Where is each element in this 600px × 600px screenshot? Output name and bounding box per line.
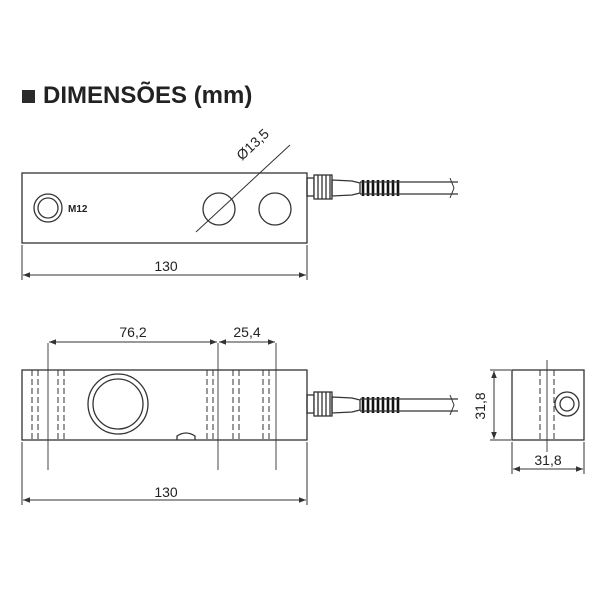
- thread-label: M12: [68, 204, 88, 215]
- mounting-hole-right: [258, 192, 292, 226]
- end-width-label: 31,8: [534, 452, 561, 468]
- gauge-cavity-inner: [92, 378, 144, 430]
- end-view: [490, 360, 585, 474]
- dim-25-label: 25,4: [233, 324, 260, 340]
- gauge-cavity-outer: [87, 373, 149, 435]
- square-bullet-icon: [22, 89, 35, 103]
- side-hidden-holes-right: [206, 370, 270, 440]
- dim-76-label: 76,2: [119, 324, 146, 340]
- top-strain-relief: [361, 180, 400, 196]
- m12-hole-inner: [37, 197, 59, 219]
- top-gland-nut: [313, 174, 333, 200]
- end-cable-boss-inner: [559, 396, 575, 412]
- end-view-body: [511, 369, 585, 441]
- cable-exit-notch: [176, 432, 196, 440]
- m12-hole-outer: [33, 193, 63, 223]
- heading-text: DIMENSÕES (mm): [43, 82, 253, 109]
- side-gland-base: [306, 394, 315, 414]
- end-cable-boss-outer: [554, 391, 580, 417]
- side-hidden-holes-left: [31, 370, 65, 440]
- top-length-label: 130: [154, 258, 178, 274]
- top-gland-taper: [331, 179, 361, 197]
- side-view-body: [21, 369, 308, 441]
- top-view-body: [21, 172, 308, 244]
- side-view: [21, 339, 458, 505]
- hole-diameter-label: Ø13,5: [233, 125, 272, 163]
- hole-diameter-leader: [195, 144, 291, 233]
- side-gland-nut: [313, 391, 333, 417]
- side-gland-taper: [331, 396, 361, 414]
- side-strain-relief: [361, 397, 400, 413]
- top-view: [21, 144, 458, 280]
- mounting-hole-left: [202, 192, 236, 226]
- section-heading: DIMENSÕES (mm): [22, 80, 252, 112]
- side-length-label: 130: [154, 484, 178, 500]
- top-gland-base: [306, 177, 315, 197]
- end-height-label: 31,8: [472, 392, 488, 419]
